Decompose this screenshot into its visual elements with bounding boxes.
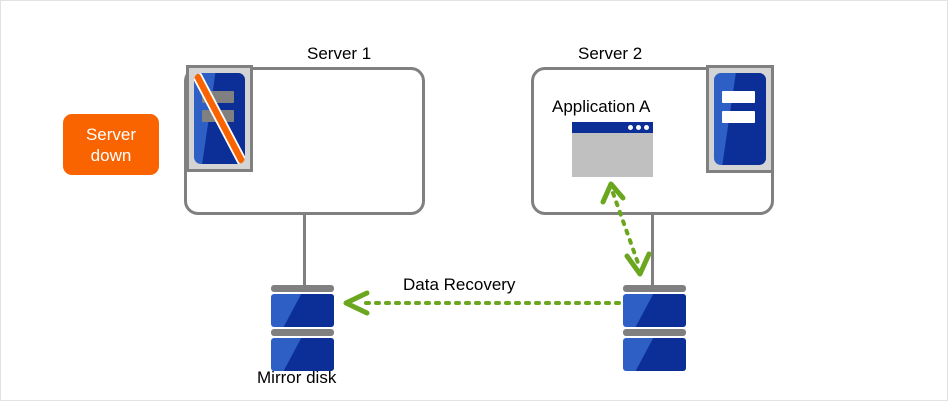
server1-title: Server 1 [307,44,372,63]
mirror-disk-left [271,285,334,373]
disk-cap [271,329,334,336]
application-window-titlebar [572,122,653,133]
application-label: Application A [552,97,651,116]
window-dot [628,125,633,130]
mirror-disk-label: Mirror disk [257,368,337,387]
application-window-icon [572,122,653,177]
disk-cap [623,285,686,292]
disk-cap [271,285,334,292]
status-badge-line2: down [90,145,132,165]
mirror-disk-right [623,285,686,373]
server-glyph-ok [714,73,766,165]
disk-body [623,338,686,371]
server-down-icon [186,65,253,172]
disk-body [271,338,334,371]
server-glyph-bar-top [202,91,234,104]
server2-disk-connector [651,214,654,288]
window-dot [644,125,649,130]
server-glyph-down [194,73,245,164]
window-dot [636,125,641,130]
server-glyph-bar-top [722,91,755,104]
server-ok-icon [706,65,774,173]
data-recovery-arrow [343,290,621,316]
disk-body [271,294,334,327]
server-glyph-bar-bottom [722,110,755,123]
server1-disk-connector [303,214,306,288]
status-badge-server-down: Server down [63,114,159,175]
disk-cap [623,329,686,336]
server2-title: Server 2 [578,44,643,63]
data-recovery-label: Data Recovery [403,275,516,294]
disk-body [623,294,686,327]
down-slash-icon [194,73,245,164]
status-badge-line1: Server [85,124,137,144]
